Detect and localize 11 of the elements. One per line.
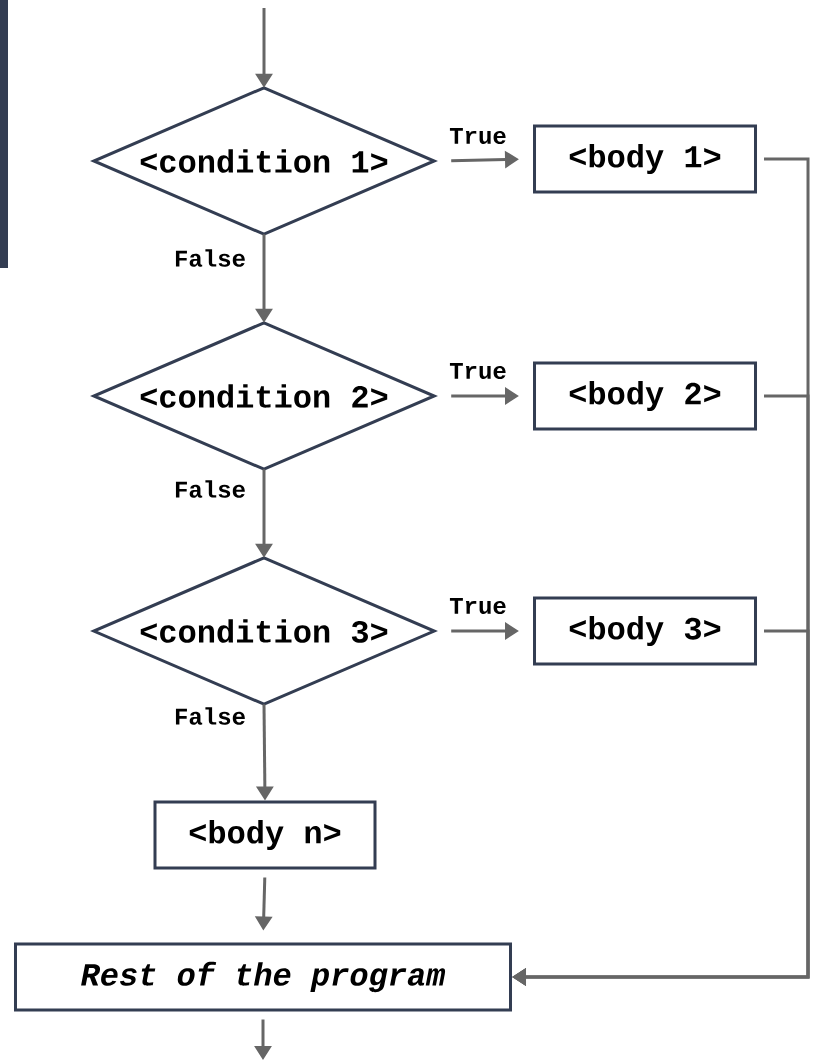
process-box: <body 2>	[533, 361, 757, 431]
edge-label: False	[173, 248, 247, 268]
edge-label: False	[173, 479, 247, 499]
process-box: Rest of the program	[14, 942, 512, 1012]
process-box: <body n>	[153, 800, 377, 870]
process-box: <body 1>	[533, 124, 757, 194]
edge-label: True	[448, 127, 508, 145]
edge-label: False	[173, 706, 247, 726]
edge-label: True	[448, 362, 508, 380]
process-box: <body 3>	[533, 596, 757, 666]
edge-label: True	[448, 597, 508, 616]
